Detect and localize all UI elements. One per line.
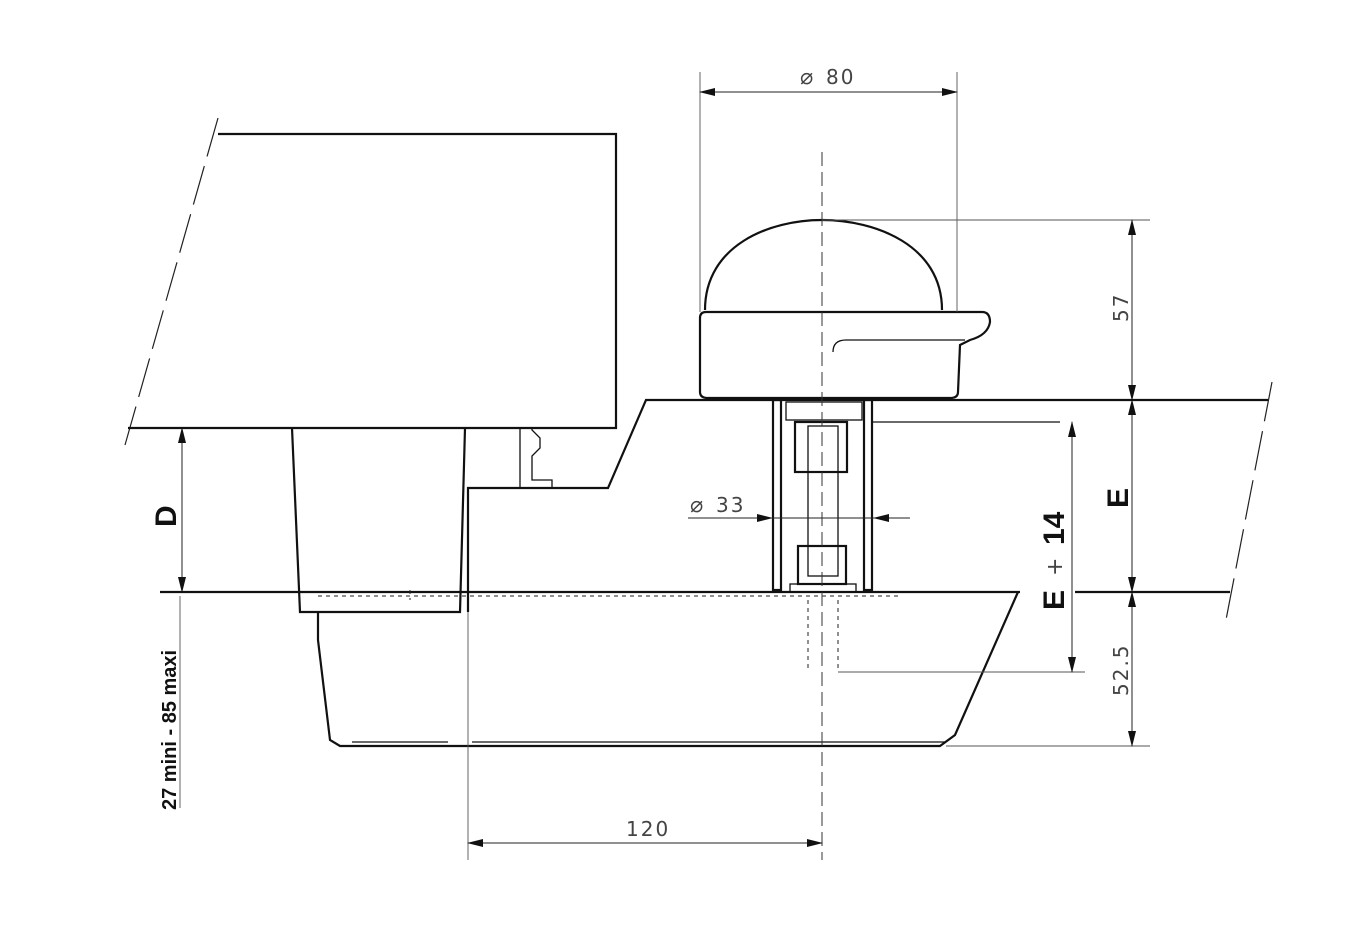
dim-D: D 27 mini - 85 maxi	[150, 427, 186, 810]
label-14: 14	[1038, 511, 1071, 545]
dim-E: E	[1102, 399, 1136, 593]
dim-label-52-5: 52.5	[1109, 643, 1133, 696]
diameter-symbol-small: ⌀	[690, 493, 703, 518]
label-E-plus: E	[1038, 590, 1071, 610]
dome-head	[698, 218, 992, 400]
label-D: D	[150, 505, 183, 527]
upper-body	[128, 132, 1268, 614]
dim-E-plus-14: E + 14	[1038, 421, 1076, 673]
dim-120: 120	[467, 612, 823, 860]
dim-label-57: 57	[1109, 293, 1133, 322]
dim-label-80: 80	[826, 65, 855, 89]
diameter-symbol: ⌀	[800, 65, 813, 90]
range-label: 27 mini - 85 maxi	[159, 650, 181, 810]
break-lines	[124, 117, 1273, 626]
stem-tube	[771, 398, 1085, 673]
lower-basin	[160, 590, 1230, 748]
dim-57: 57	[822, 219, 1150, 401]
dim-label-33: 33	[716, 493, 745, 517]
dim-dia-33: ⌀ 33	[688, 493, 910, 522]
label-E: E	[1102, 488, 1135, 508]
dim-label-120: 120	[626, 817, 670, 841]
dim-52-5: 52.5	[946, 591, 1150, 747]
dim-dia-80: ⌀ 80	[699, 65, 958, 312]
plus-sign: +	[1043, 558, 1068, 576]
